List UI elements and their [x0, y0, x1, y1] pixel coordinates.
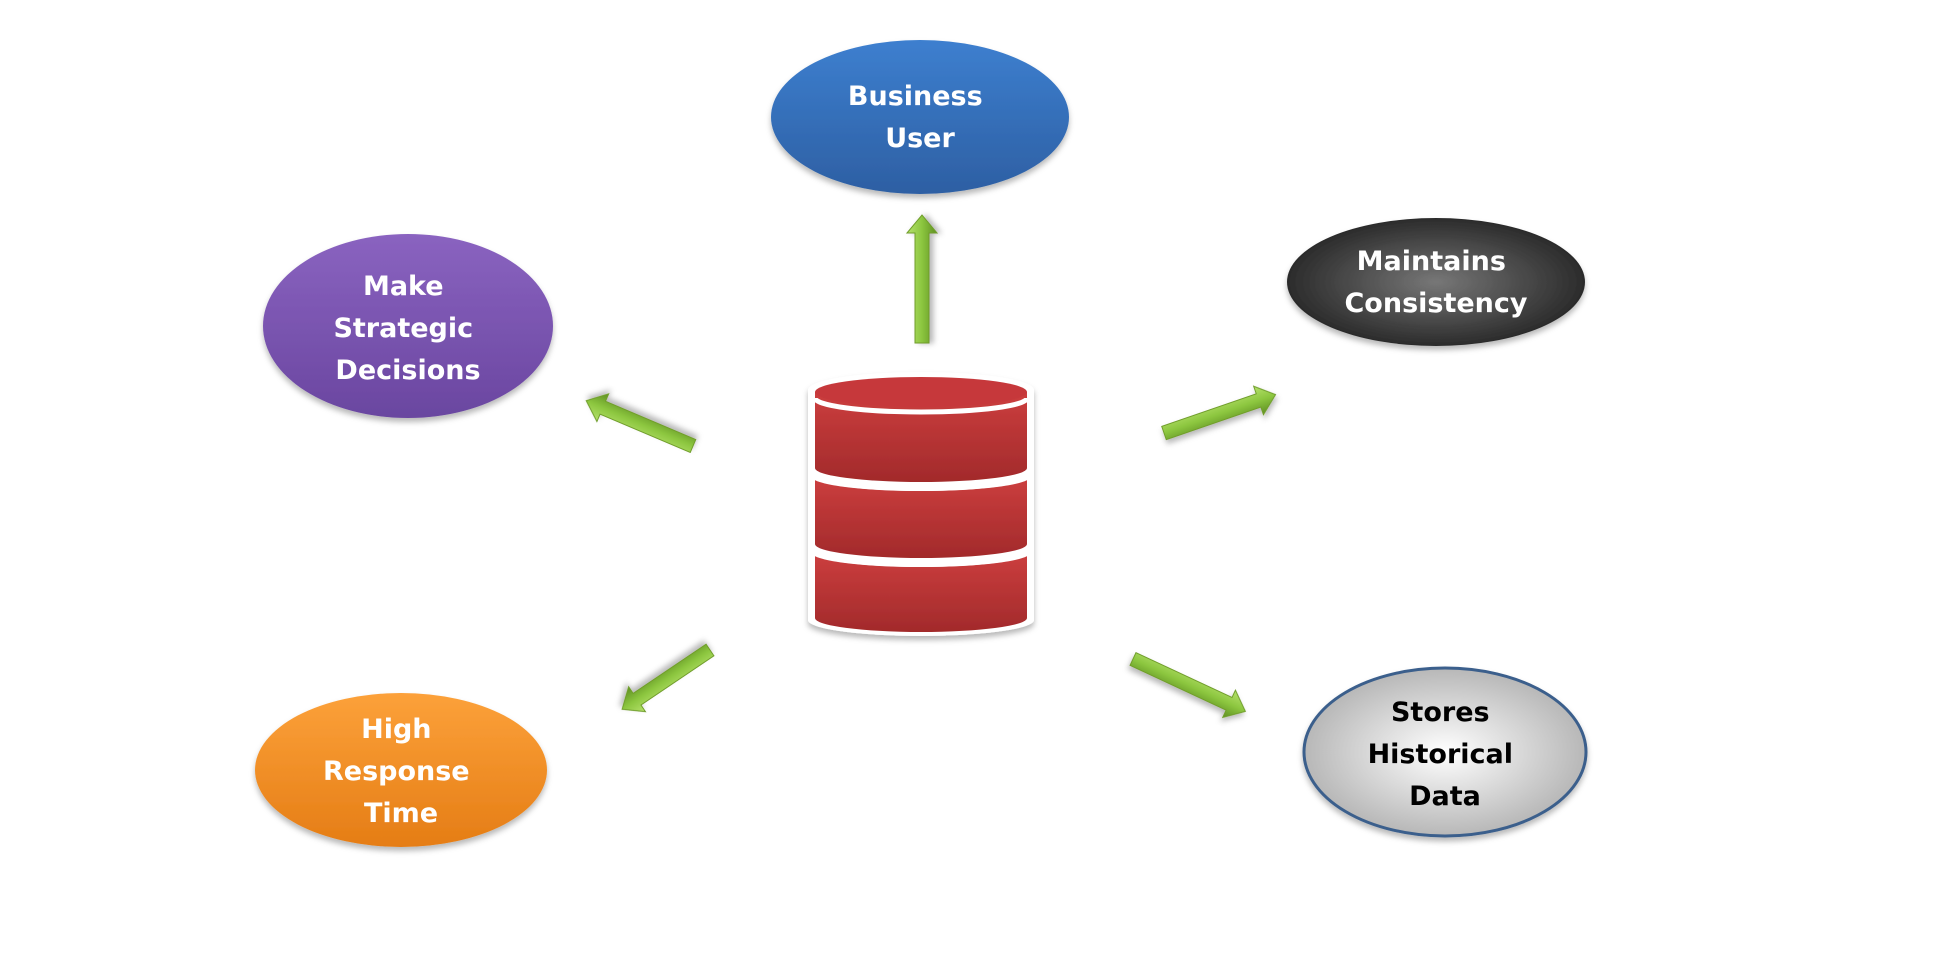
database-icon [808, 372, 1034, 636]
arrows [585, 214, 1277, 719]
arrow-to-business-user [905, 214, 939, 344]
node-label-line: Consistency [1344, 288, 1527, 319]
nodes: Business User Maintains Consistency Stor… [255, 40, 1588, 847]
database-tier-bottom [815, 553, 1027, 632]
node-label-line: Historical [1368, 739, 1513, 770]
node-stores-historical-data-label: Stores Historical Data [1368, 697, 1523, 812]
node-make-strategic-decisions-label: Make Strategic Decisions [333, 271, 482, 386]
node-label-line: Decisions [335, 355, 480, 386]
node-high-response-time-shape [255, 693, 547, 847]
node-maintains-consistency-shape [1287, 218, 1585, 346]
node-label-line: Maintains [1357, 246, 1506, 277]
node-business-user-label: Business User [848, 81, 992, 154]
node-make-strategic-decisions-shape [263, 234, 553, 418]
database-tier-middle [815, 477, 1027, 558]
node-maintains-consistency-label: Maintains Consistency [1344, 246, 1527, 319]
node-maintains-consistency[interactable]: Maintains Consistency [1287, 218, 1585, 346]
node-label-line: Stores [1391, 697, 1490, 728]
node-stores-historical-data-shape [1302, 666, 1588, 838]
node-label-line: User [885, 123, 955, 154]
node-stores-historical-data[interactable]: Stores Historical Data [1302, 666, 1588, 838]
node-business-user[interactable]: Business User [771, 40, 1069, 194]
node-label-line: Strategic [333, 313, 473, 344]
node-label-line: Make [363, 271, 444, 302]
arrow-to-maintains-consistency [1161, 385, 1277, 441]
node-high-response-time-label: High Response Time [323, 714, 479, 829]
node-make-strategic-decisions[interactable]: Make Strategic Decisions [263, 234, 553, 418]
node-label-line: Time [364, 798, 438, 829]
node-label-line: Response [323, 756, 470, 787]
arrow-to-high-response-time [621, 643, 715, 713]
arrow-to-make-strategic-decisions [585, 393, 697, 454]
node-label-line: High [361, 714, 431, 745]
arrow-to-stores-historical-data [1129, 651, 1247, 719]
node-business-user-shape [771, 40, 1069, 194]
node-label-line: Data [1409, 781, 1481, 812]
node-high-response-time[interactable]: High Response Time [255, 693, 547, 847]
node-label-line: Business [848, 81, 983, 112]
database-tier-top [815, 377, 1027, 482]
